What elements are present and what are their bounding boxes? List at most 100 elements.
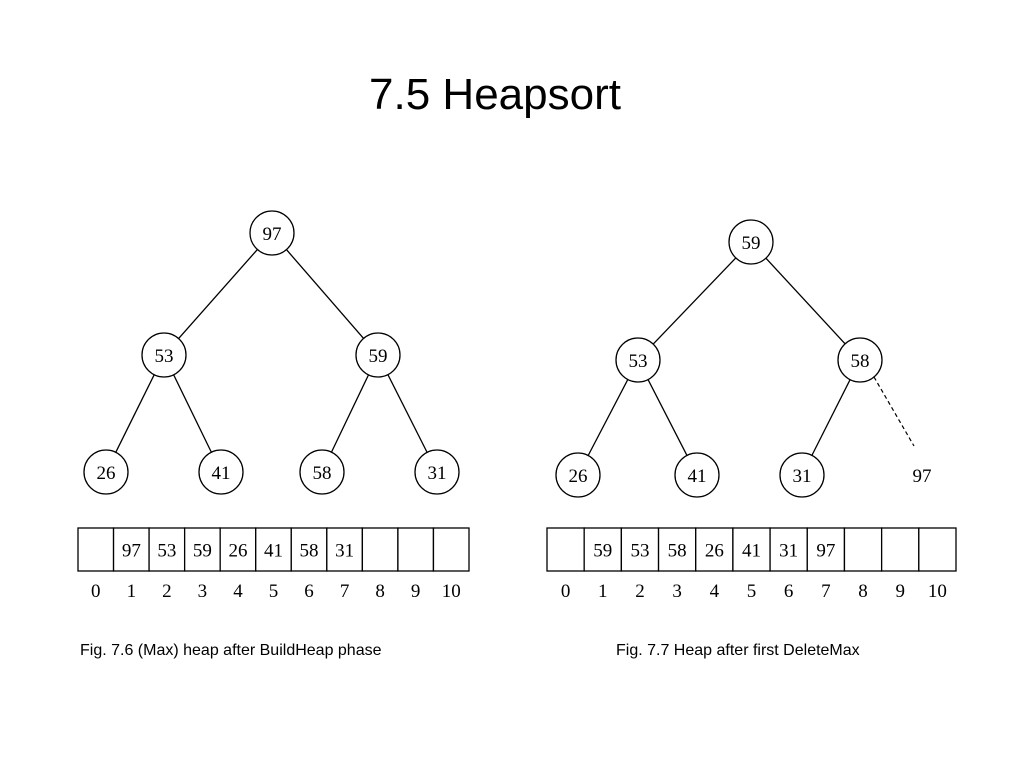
array-index-label: 1 bbox=[598, 581, 608, 602]
array-cell bbox=[432, 527, 470, 572]
tree-node bbox=[299, 449, 345, 495]
tree-node-label: 53 bbox=[155, 346, 174, 367]
tree-node-label: 26 bbox=[569, 466, 588, 487]
tree-edge bbox=[178, 249, 258, 339]
tree-node bbox=[728, 219, 774, 265]
tree-node bbox=[555, 452, 601, 498]
tree-edge bbox=[387, 374, 428, 453]
tree-node-label: 97 bbox=[263, 224, 282, 245]
array-cell bbox=[546, 527, 585, 572]
array-index-label: 0 bbox=[91, 581, 101, 602]
array-cell-value: 41 bbox=[742, 541, 761, 562]
array-cell-value: 59 bbox=[593, 541, 612, 562]
tree-edge bbox=[587, 379, 629, 456]
array-cell-value: 26 bbox=[705, 541, 724, 562]
figure-caption: Fig. 7.6 (Max) heap after BuildHeap phas… bbox=[80, 642, 382, 659]
array-cell bbox=[183, 527, 221, 572]
tree-node bbox=[615, 337, 661, 383]
detached-edge bbox=[873, 376, 915, 447]
array-index-label: 5 bbox=[269, 581, 279, 602]
array-cell bbox=[843, 527, 883, 572]
array-cell-value: 97 bbox=[122, 541, 141, 562]
tree-edge bbox=[115, 374, 155, 453]
tree-node bbox=[779, 452, 825, 498]
array-index-label: 3 bbox=[672, 581, 682, 602]
array-cell bbox=[918, 527, 957, 572]
tree-node-label: 58 bbox=[313, 463, 332, 484]
array-cell bbox=[583, 527, 623, 572]
tree-node-label: 59 bbox=[742, 233, 761, 254]
tree-node bbox=[83, 449, 129, 495]
array-index-label: 7 bbox=[821, 581, 831, 602]
tree-node-label: 59 bbox=[369, 346, 388, 367]
array-cell bbox=[219, 527, 257, 572]
array-cell-value: 58 bbox=[668, 541, 687, 562]
array-cell-value: 58 bbox=[300, 541, 319, 562]
tree-node-label: 31 bbox=[793, 466, 812, 487]
array-cell bbox=[77, 527, 115, 572]
array-index-label: 8 bbox=[375, 581, 385, 602]
array-cell-value: 53 bbox=[630, 541, 649, 562]
array-cell bbox=[397, 527, 435, 572]
tree-edge bbox=[765, 257, 846, 345]
tree-edge bbox=[652, 257, 737, 345]
array-index-label: 0 bbox=[561, 581, 571, 602]
array-index-label: 4 bbox=[233, 581, 243, 602]
array-cell-value: 26 bbox=[228, 541, 247, 562]
array-index-label: 5 bbox=[747, 581, 757, 602]
array-index-label: 9 bbox=[895, 581, 905, 602]
array-index-label: 6 bbox=[784, 581, 794, 602]
array-index-label: 6 bbox=[304, 581, 314, 602]
array-cell bbox=[769, 527, 808, 572]
tree-node bbox=[141, 332, 187, 378]
array-cell bbox=[880, 527, 920, 572]
tree-node bbox=[355, 332, 401, 378]
tree-edge bbox=[330, 374, 370, 453]
array-index-label: 10 bbox=[928, 581, 947, 602]
array-index-label: 1 bbox=[127, 581, 137, 602]
tree-node bbox=[674, 452, 720, 498]
array-cell bbox=[112, 527, 150, 572]
figure-caption: Fig. 7.7 Heap after first DeleteMax bbox=[616, 642, 860, 659]
array-cell bbox=[657, 527, 697, 572]
tree-node-label: 26 bbox=[97, 463, 116, 484]
tree-edge bbox=[811, 379, 851, 456]
tree-node-label: 53 bbox=[629, 351, 648, 372]
tree-node bbox=[414, 449, 460, 495]
tree-node bbox=[837, 337, 883, 383]
array-index-label: 9 bbox=[411, 581, 421, 602]
array-cell-value: 53 bbox=[157, 541, 176, 562]
figure-after-deletemax: 59 53 58 26 41 31 97 59 53 58 26 41 31 97 0 1 2 3 4 5 6 7 8 9 10… bbox=[546, 219, 957, 659]
array-cell-value: 41 bbox=[264, 541, 283, 562]
array-cell-value: 31 bbox=[779, 541, 798, 562]
array-index-label: 3 bbox=[198, 581, 208, 602]
array-cell bbox=[806, 527, 846, 572]
tree-edge bbox=[173, 374, 212, 453]
array-index-label: 2 bbox=[162, 581, 172, 602]
tree-node bbox=[198, 449, 244, 495]
array-index-label: 8 bbox=[858, 581, 868, 602]
array-cell bbox=[620, 527, 660, 572]
array-cell-value: 97 bbox=[816, 541, 835, 562]
tree-edge bbox=[285, 249, 365, 339]
tree-node-label: 31 bbox=[428, 463, 447, 484]
array-cell bbox=[361, 527, 399, 572]
array-cell bbox=[732, 527, 771, 572]
figure-buildheap: 97 53 59 26 41 58 31 97 53 59 26 41 58 31 0 1 2 3 4 5 6 7 8 9 10… bbox=[77, 210, 470, 659]
array-index-label: 10 bbox=[442, 581, 461, 602]
tree-node-label: 41 bbox=[688, 466, 707, 487]
tree-node-label: 58 bbox=[851, 351, 870, 372]
array-cell bbox=[290, 527, 328, 572]
array-index-label: 4 bbox=[710, 581, 720, 602]
tree-edge bbox=[647, 379, 688, 456]
array-cell-value: 31 bbox=[335, 541, 354, 562]
array-cell bbox=[148, 527, 186, 572]
removed-max-label: 97 bbox=[913, 466, 932, 487]
slide-title: 7.5 Heapsort bbox=[369, 70, 621, 119]
array-cell-value: 59 bbox=[193, 541, 212, 562]
array-index-label: 7 bbox=[340, 581, 350, 602]
tree-node bbox=[249, 210, 295, 256]
array-index-label: 2 bbox=[635, 581, 645, 602]
tree-node-label: 41 bbox=[212, 463, 231, 484]
